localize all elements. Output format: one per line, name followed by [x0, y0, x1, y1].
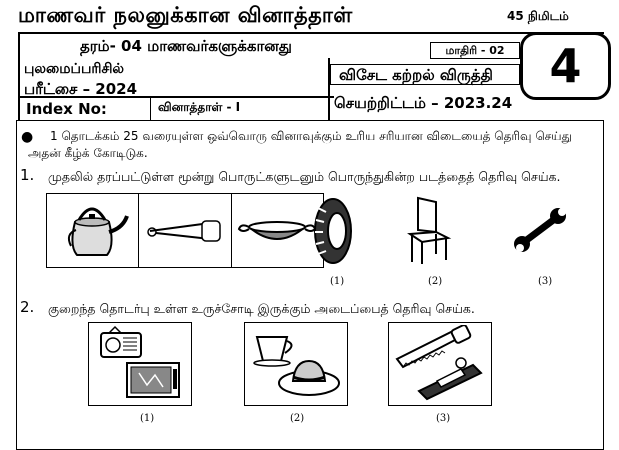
- tyre-icon: [308, 196, 358, 266]
- index-number-label: Index No:: [26, 100, 107, 118]
- question-1-given-images: [46, 193, 324, 268]
- header-divider-bottom: [18, 96, 334, 98]
- grade-badge: 4: [520, 32, 611, 100]
- hat-icon: [278, 359, 340, 396]
- radio-icon: [100, 325, 142, 358]
- question-1-number: 1.: [20, 166, 35, 184]
- spanner-icon: [510, 206, 570, 254]
- exam-name-line1: புலமைப்பரிசில்: [24, 61, 125, 77]
- option-2-label: (2): [428, 276, 443, 287]
- question-2-text: குறைந்த தொடர்பு உள்ள உருச்சோடி இருக்கும்…: [48, 301, 475, 316]
- option-1-tyre[interactable]: [308, 196, 358, 266]
- header-mid-border: [328, 58, 330, 120]
- index-divider: [150, 96, 151, 120]
- q2-option-3-box[interactable]: [388, 322, 492, 406]
- plane-tool-icon: [417, 357, 483, 401]
- q2-option-3-label: (3): [436, 413, 451, 424]
- time-allowed: 45 நிமிடம்: [507, 9, 569, 23]
- instruction-text: 1 தொடக்கம் 25 வரையுள்ள ஒவ்வொரு வினாவுக்க…: [28, 129, 573, 160]
- option-2-chair[interactable]: [404, 194, 454, 266]
- project-date: செயற்றிட்டம் – 2023.24: [334, 94, 513, 112]
- q2-option-2-label: (2): [290, 413, 305, 424]
- kettle-icon: [47, 194, 140, 267]
- option-1-label: (1): [330, 276, 345, 287]
- chair-icon: [404, 194, 454, 266]
- model-badge: மாதிரி - 02: [430, 42, 520, 59]
- option-3-spanner[interactable]: [510, 206, 570, 254]
- grade-subtitle: தரம்- 04 மாணவர்களுக்கானது: [80, 37, 292, 55]
- q2-option-2-box[interactable]: [244, 322, 348, 406]
- question-2-number: 2.: [20, 298, 35, 316]
- saw-icon: [395, 325, 472, 369]
- wok-icon: [232, 194, 323, 267]
- header-divider-top: [18, 32, 604, 34]
- safety-pin-icon: [139, 194, 232, 267]
- option-3-label: (3): [538, 276, 553, 287]
- exam-name-line2: பரீட்சை – 2024: [24, 80, 138, 98]
- paper-name: வினாத்தாள் - I: [158, 100, 241, 114]
- programme-label: விசேட கற்றல் விருத்தி: [330, 64, 520, 85]
- bullet-icon: ●: [21, 129, 34, 145]
- q2-option-1-box[interactable]: [88, 322, 192, 406]
- header-left-border: [18, 32, 20, 120]
- question-1-text: முதலில் தரப்பட்டுள்ள மூன்று பொருட்களுடனு…: [48, 169, 561, 184]
- page-title: மாணவர் நலனுக்கான வினாத்தாள்: [18, 3, 353, 27]
- cup-icon: [253, 336, 293, 367]
- q2-option-1-label: (1): [140, 413, 155, 424]
- television-icon: [126, 362, 180, 398]
